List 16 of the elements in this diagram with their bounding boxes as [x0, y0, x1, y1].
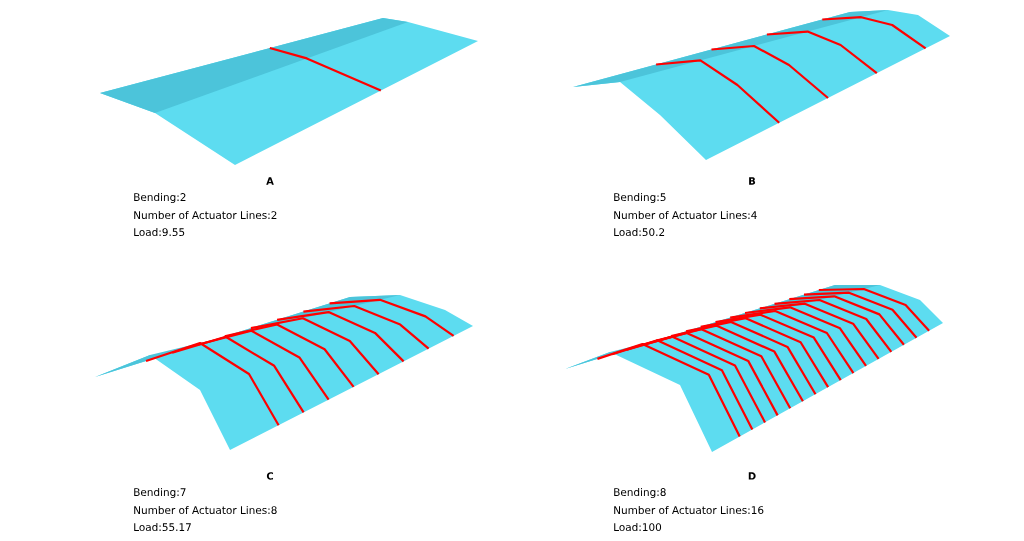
panel-letter: A [266, 177, 274, 185]
parameter-text: Bending:2 [134, 192, 186, 204]
parameter-text: Number of Actuator Lines:4 [614, 210, 757, 220]
parameter-text: Number of Actuator Lines:8 [134, 505, 277, 515]
panel-letter: B [749, 177, 756, 185]
parameter-text: Load:50.2 [614, 227, 665, 237]
parameter-text: Number of Actuator Lines:2 [134, 210, 277, 220]
parameter-text: Load:100 [614, 522, 662, 532]
parameter-text: Number of Actuator Lines:16 [614, 505, 764, 515]
panel-letter: C [266, 472, 273, 480]
panel-letter: D [748, 472, 756, 480]
parameter-text: Bending:5 [614, 192, 666, 204]
parameter-text: Bending:7 [134, 487, 186, 499]
parameter-text: Bending:8 [614, 487, 666, 499]
parameter-text: Load:55.17 [134, 522, 191, 532]
parameter-text: Load:9.55 [134, 227, 185, 237]
